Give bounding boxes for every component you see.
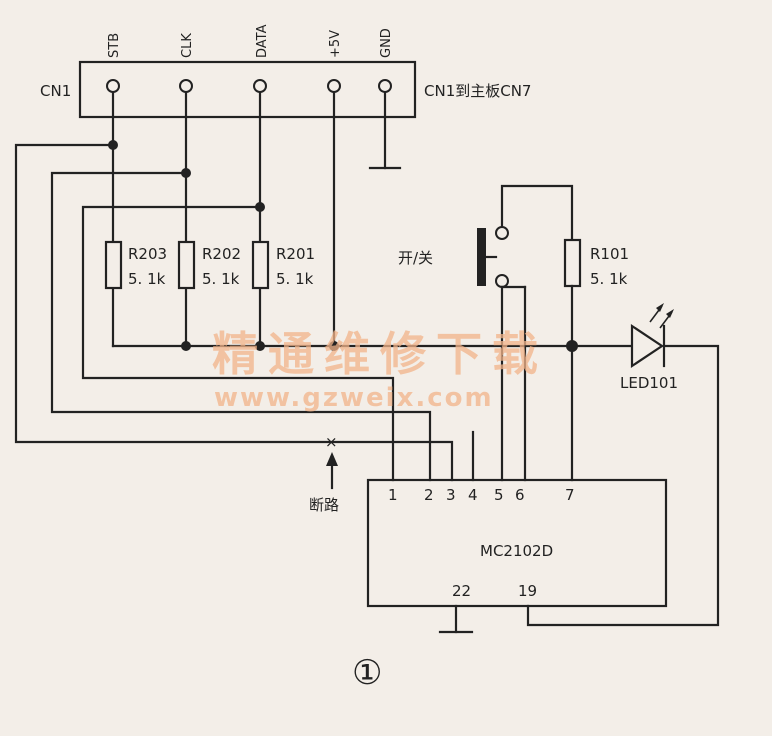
- pin-label-5v: +5V: [328, 30, 343, 58]
- cn1-pin-stb: [106, 79, 120, 93]
- r203-ref: R203: [128, 245, 167, 263]
- cn1-pin-5v: [327, 79, 341, 93]
- figure-number: ①: [352, 653, 382, 693]
- ic-pin-2: 2: [424, 486, 434, 504]
- cn1-connector-box: [78, 60, 417, 119]
- resistor-r101: [563, 238, 582, 288]
- led-label: LED101: [620, 374, 678, 392]
- break-label: 断路: [309, 496, 339, 514]
- watermark-title: 精通维修下载: [212, 327, 548, 381]
- ic-pin-3: 3: [446, 486, 456, 504]
- ic-pin-5: 5: [494, 486, 504, 504]
- r202-value: 5. 1k: [202, 270, 240, 288]
- pin-label-data: DATA: [255, 24, 270, 58]
- cn1-label: CN1: [40, 82, 71, 100]
- r101-value: 5. 1k: [590, 270, 628, 288]
- cn1-pin-gnd: [378, 79, 392, 93]
- ic-pin-6: 6: [515, 486, 525, 504]
- resistor-r201: [251, 240, 270, 290]
- pin-label-gnd: GND: [379, 28, 394, 58]
- led-symbol: [630, 303, 674, 369]
- ic-name: MC2102D: [480, 542, 553, 560]
- ic-pin-4: 4: [468, 486, 478, 504]
- arrow-up-icon: [326, 452, 338, 466]
- r101-ref: R101: [590, 245, 629, 263]
- ic-pin-22: 22: [452, 582, 471, 600]
- r203-value: 5. 1k: [128, 270, 166, 288]
- resistor-r203: [104, 240, 123, 290]
- ic-pin-7: 7: [565, 486, 575, 504]
- r201-value: 5. 1k: [276, 270, 314, 288]
- cn1-note: CN1到主板CN7: [424, 82, 531, 100]
- r202-ref: R202: [202, 245, 241, 263]
- resistor-r202: [177, 240, 196, 290]
- ic-pin-19: 19: [518, 582, 537, 600]
- ic-pin-1: 1: [388, 486, 398, 504]
- cn1-pin-clk: [179, 79, 193, 93]
- power-switch: [477, 226, 509, 288]
- r201-ref: R201: [276, 245, 315, 263]
- ic-mc2102d: [366, 478, 668, 608]
- watermark-url: www.gzweix.com: [214, 383, 494, 413]
- pin-label-stb: STB: [107, 33, 122, 58]
- switch-label: 开/关: [398, 249, 433, 267]
- pin-label-clk: CLK: [180, 33, 195, 58]
- break-mark: ×: [325, 433, 338, 451]
- cn1-pin-data: [253, 79, 267, 93]
